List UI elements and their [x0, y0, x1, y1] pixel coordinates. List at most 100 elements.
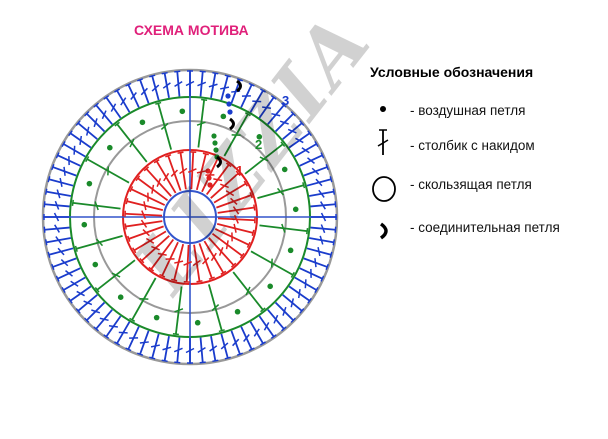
round3-stitch-top — [43, 201, 46, 208]
round3-stitch-top — [299, 308, 305, 314]
round2-stitch-top — [244, 112, 251, 117]
round2-chain-dot — [81, 221, 88, 228]
round1-stitch-bar — [157, 252, 167, 256]
round1-stitch-top — [243, 180, 248, 187]
round3-stitch-top — [84, 317, 90, 323]
round3-stitch-top — [149, 356, 156, 360]
round3-stitch-top — [290, 111, 296, 117]
legend-title: Условные обозначения — [370, 64, 534, 80]
legend-symbols — [372, 106, 396, 240]
round-label-2: 2 — [255, 137, 263, 152]
round2-chain-dot — [92, 261, 99, 268]
round1-stitch-top — [143, 166, 150, 172]
round1-stitch-bar — [233, 223, 237, 233]
round2-chain-dot — [267, 283, 273, 290]
round1-stitch-top — [125, 198, 129, 205]
round3-stitch-bar — [57, 247, 65, 256]
round3-stitch-bar — [99, 317, 109, 322]
round1-stitch-top — [251, 229, 255, 236]
round2-chain-dot — [139, 119, 146, 126]
round2-stitch-bar — [111, 272, 121, 278]
round1-stitch-top — [249, 192, 253, 199]
round1-stitch-bar — [170, 169, 179, 177]
round3-stitch-top — [260, 88, 266, 93]
round2-stitch-bar — [211, 303, 220, 312]
round1-stitch-bar — [187, 168, 197, 174]
round2-stitch-top — [129, 317, 136, 322]
round2-stitch-bar — [281, 223, 286, 233]
round1-stitch-top — [235, 170, 241, 177]
round3-stitch-bar — [295, 137, 304, 144]
round3-stitch-top — [75, 308, 81, 314]
round2-stitch-bar — [94, 201, 99, 211]
round3-stitch-bar — [318, 189, 325, 198]
round3-stitch-top — [332, 239, 336, 246]
round2-stitch-bar — [95, 238, 104, 247]
round2-stitch-bar — [276, 187, 285, 196]
round2-chain-dot — [153, 314, 160, 321]
round-label-3: 3 — [282, 93, 290, 108]
round3-stitch-bar — [140, 87, 148, 96]
round3-stitch-bar — [263, 322, 270, 331]
round2-chain-dot — [292, 206, 299, 213]
round2-stitch-bar — [129, 138, 135, 148]
round1-start-chain — [205, 168, 211, 174]
round2-start-chain — [213, 147, 219, 153]
round3-stitch-top — [125, 347, 132, 352]
round2-stitch-bar — [174, 308, 184, 313]
round3-stitch-top — [44, 239, 48, 246]
round3-stitch-bar — [290, 298, 295, 308]
round3-stitch-bar — [101, 110, 107, 120]
round3-stitch-top — [149, 74, 156, 78]
round2-chain-dot — [256, 134, 263, 140]
round3-stitch-top — [84, 111, 90, 117]
round3-stitch-top — [248, 347, 255, 352]
round1-stitch-top — [208, 276, 215, 280]
round3-stitch-top — [199, 70, 206, 73]
round3-stitch-bar — [56, 189, 61, 199]
round3-stitch-top — [61, 287, 66, 293]
dot-icon — [380, 106, 386, 112]
round3-stitch-bar — [315, 178, 323, 187]
round3-start-chain — [226, 101, 232, 107]
round3-stitch-top — [290, 317, 296, 323]
round1-stitch-bar — [230, 197, 238, 206]
round3-stitch-top — [93, 326, 99, 332]
round3-stitch-top — [43, 226, 46, 233]
round3-stitch-bar — [320, 201, 326, 210]
round3-stitch-top — [320, 275, 325, 282]
round3-stitch-bar — [55, 236, 62, 245]
round2-stitch-top — [290, 271, 295, 278]
guide-circles — [41, 68, 339, 366]
round3-stitch-top — [47, 176, 51, 183]
round3-stitch-top — [248, 82, 255, 87]
round1-stitch-bar — [201, 257, 210, 265]
round1-stitch-bar — [145, 237, 155, 244]
round2-chain-dot — [220, 113, 227, 120]
double-crochet-icon-bar — [377, 139, 389, 147]
round1-stitch-bar — [210, 252, 217, 262]
round3-stitch-bar — [54, 224, 60, 233]
round3-stitch-top — [329, 251, 333, 258]
legend-label-slip-stitch: - соединительная петля — [410, 220, 560, 235]
round2-chain-dot — [287, 247, 294, 254]
round1-stitch-bar — [196, 170, 206, 174]
round1-stitch-top — [159, 273, 166, 278]
round2-stitch-top — [172, 333, 179, 336]
round-label-1: 1 — [236, 163, 244, 178]
round3-stitch-bar — [253, 328, 260, 337]
round3-stitch-top — [314, 141, 319, 147]
round2-stitch-top — [71, 199, 74, 206]
round3-stitch-bar — [79, 135, 83, 145]
round2-stitch-top — [114, 121, 120, 127]
round3-stitch-bar — [311, 167, 320, 175]
round3-stitch-bar — [279, 120, 289, 125]
round3-stitch-bar — [273, 314, 279, 324]
round2-stitch-top — [306, 228, 309, 235]
round1-stitch-top — [148, 266, 155, 272]
round1-stitch-bar — [141, 210, 147, 220]
round3-stitch-bar — [174, 81, 183, 87]
round2-stitch-bar — [196, 121, 206, 126]
round1-stitch-top — [253, 204, 256, 211]
round3-stitch-bar — [54, 200, 60, 210]
